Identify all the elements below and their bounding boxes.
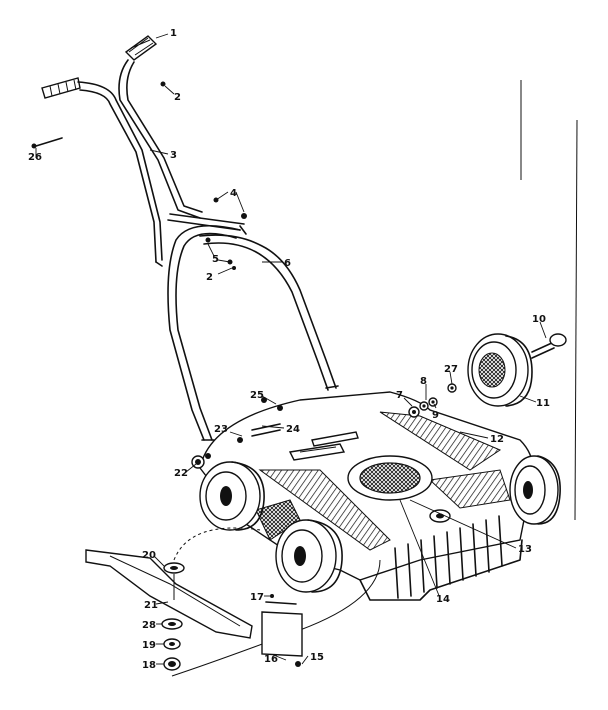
upper-handle bbox=[41, 35, 247, 267]
callout-9: 9 bbox=[432, 410, 439, 421]
left-deck-ribs bbox=[258, 469, 391, 551]
callout-8: 8 bbox=[420, 376, 427, 387]
wheel-front-left bbox=[275, 519, 343, 593]
callout-14: 14 bbox=[436, 594, 450, 605]
page-edge-line bbox=[574, 119, 578, 521]
callout-3: 3 bbox=[170, 150, 177, 161]
callout-20: 20 bbox=[142, 550, 156, 561]
lower-handle bbox=[167, 224, 339, 441]
callout-2: 2 bbox=[174, 92, 181, 103]
callout-11: 11 bbox=[536, 398, 550, 409]
callout-1: 1 bbox=[170, 28, 177, 39]
callout-26: 26 bbox=[28, 152, 42, 163]
callout-6: 6 bbox=[284, 258, 291, 269]
blade bbox=[85, 549, 253, 639]
callout-labels: 1 2 3 4 5 2 6 26 10 7 8 9 27 11 12 25 23… bbox=[28, 28, 550, 671]
leader-lines bbox=[35, 33, 547, 665]
callout-25: 25 bbox=[250, 390, 264, 401]
left-grip bbox=[41, 77, 81, 99]
callout-16: 16 bbox=[264, 654, 278, 665]
callout-22: 22 bbox=[174, 468, 188, 479]
callout-7: 7 bbox=[396, 390, 403, 401]
wheel-rear-left bbox=[199, 461, 265, 531]
wheel-front-right bbox=[509, 455, 561, 525]
callout-13: 13 bbox=[518, 544, 532, 555]
callout-5: 5 bbox=[212, 254, 219, 265]
callout-12: 12 bbox=[490, 434, 504, 445]
blade-hardware bbox=[161, 562, 185, 671]
wheel-rear-right bbox=[467, 333, 533, 407]
rear-deck-ribs bbox=[428, 469, 511, 509]
callout-17: 17 bbox=[250, 592, 264, 603]
callout-10: 10 bbox=[532, 314, 546, 325]
callout-23: 23 bbox=[214, 424, 228, 435]
callout-19: 19 bbox=[142, 640, 156, 651]
callout-24: 24 bbox=[286, 424, 300, 435]
deck-decal bbox=[311, 431, 359, 447]
callout-27: 27 bbox=[444, 364, 458, 375]
blade-explode-line bbox=[173, 527, 261, 561]
callout-18: 18 bbox=[142, 660, 156, 671]
callout-28: 28 bbox=[142, 620, 156, 631]
callout-15: 15 bbox=[310, 652, 324, 663]
callout-4: 4 bbox=[230, 188, 237, 199]
handle-bolts bbox=[31, 81, 247, 270]
right-deck-ribs bbox=[379, 411, 502, 471]
discharge-plate bbox=[261, 594, 303, 667]
callout-21: 21 bbox=[144, 600, 158, 611]
callout-2-lower: 2 bbox=[206, 272, 213, 283]
center-grille bbox=[359, 462, 421, 494]
right-grip bbox=[124, 35, 158, 61]
